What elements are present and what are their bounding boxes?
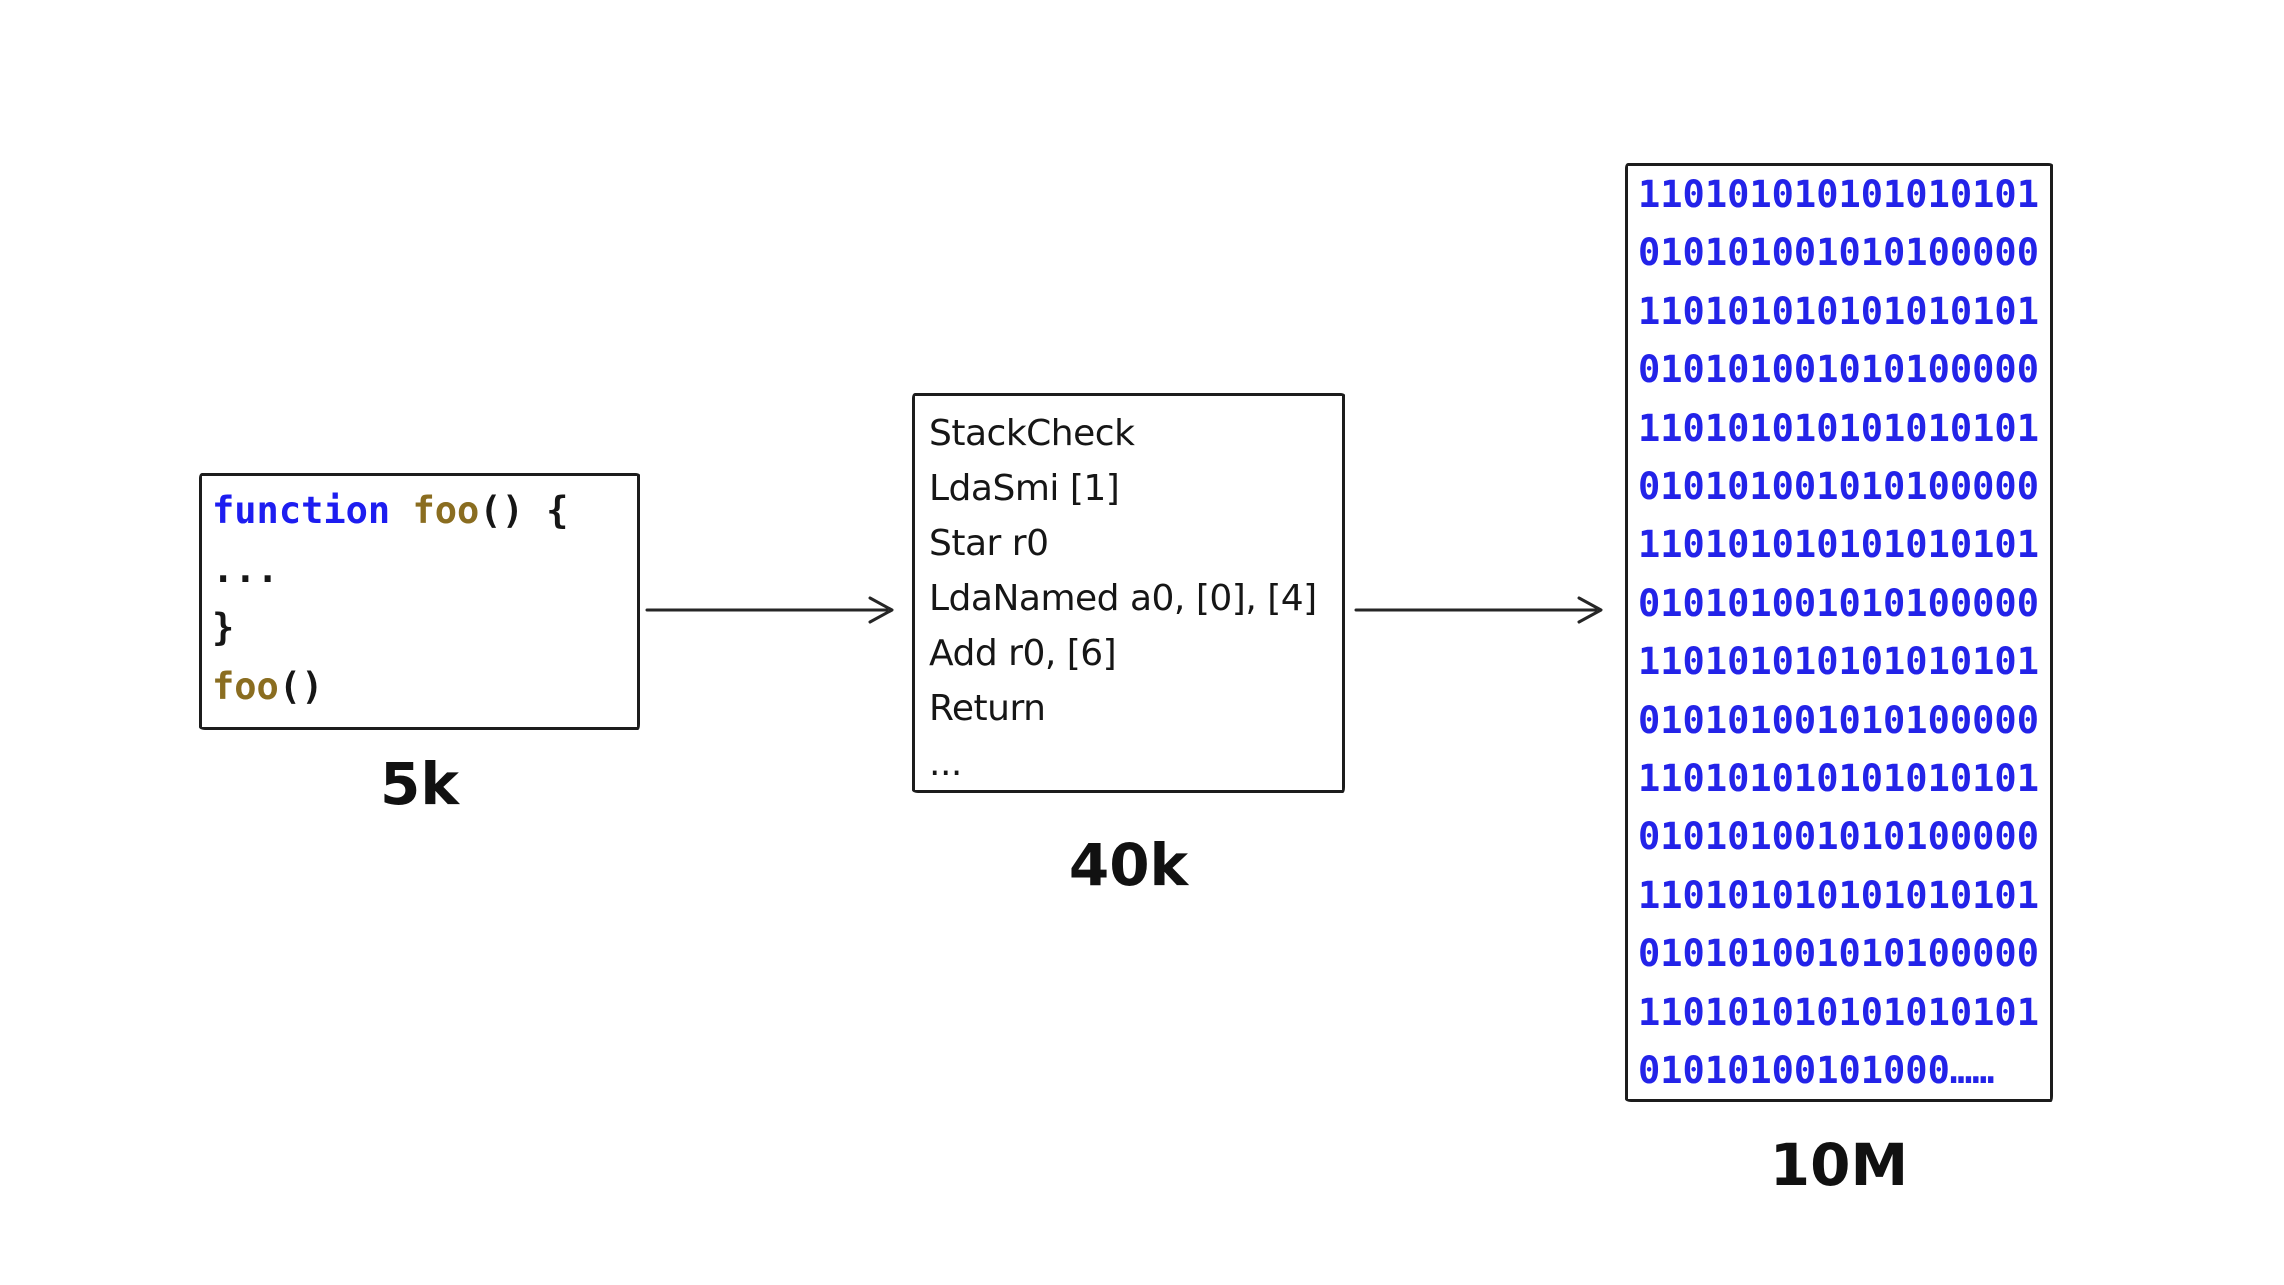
code-line: } bbox=[212, 599, 637, 658]
source-size-label: 5k bbox=[380, 750, 459, 818]
code-text: ... bbox=[212, 547, 279, 591]
bytecode-instruction: Star r0 bbox=[929, 523, 1049, 564]
binary-row: 110101010101010101 bbox=[1638, 873, 2039, 917]
binary-row: 110101010101010101 bbox=[1638, 990, 2039, 1034]
binary-row: 010101001010100000 bbox=[1638, 581, 2039, 625]
bytecode-instruction: Add r0, [6] bbox=[929, 633, 1117, 674]
binary-row: 010101001010100000 bbox=[1638, 698, 2039, 742]
code-line: ... bbox=[212, 541, 637, 600]
arrow-source-to-bytecode bbox=[645, 596, 894, 624]
binary-row: 110101010101010101 bbox=[1638, 289, 2039, 333]
function-call-foo: foo bbox=[212, 664, 279, 708]
binary-row: 110101010101010101 bbox=[1638, 523, 2039, 567]
source-code-box: function foo() { ... } foo() bbox=[199, 473, 640, 730]
machine-code-box: 110101010101010101 010101001010100000 11… bbox=[1625, 163, 2053, 1102]
binary-row: 110101010101010101 bbox=[1638, 173, 2039, 216]
binary-row: 010101001010100000 bbox=[1638, 932, 2039, 976]
binary-row: 010101001010100000 bbox=[1638, 465, 2039, 509]
binary-row: 010101001010100000 bbox=[1638, 348, 2039, 392]
bytecode-size-label: 40k bbox=[1068, 831, 1189, 899]
arrow-bytecode-to-machine-code bbox=[1354, 596, 1603, 624]
bytecode-instruction: LdaSmi [1] bbox=[929, 468, 1120, 509]
binary-row: 110101010101010101 bbox=[1638, 406, 2039, 450]
code-text: () { bbox=[479, 489, 569, 532]
machine-code-size-label: 10M bbox=[1769, 1131, 1909, 1199]
bytecode-instruction: Return bbox=[929, 688, 1046, 729]
bytecode-box: StackCheck LdaSmi [1] Star r0 LdaNamed a… bbox=[912, 393, 1345, 793]
binary-row: 110101010101010101 bbox=[1638, 757, 2039, 801]
keyword-function: function bbox=[212, 489, 391, 532]
code-text: } bbox=[212, 606, 235, 649]
binary-row: 010101001010100000 bbox=[1638, 231, 2039, 275]
code-text bbox=[390, 489, 412, 532]
function-name-foo: foo bbox=[412, 489, 480, 532]
code-text: () bbox=[278, 664, 324, 708]
bytecode-instruction: StackCheck bbox=[929, 413, 1135, 454]
bytecode-instruction: LdaNamed a0, [0], [4] bbox=[929, 578, 1317, 619]
binary-row: 01010100101000…… bbox=[1638, 1049, 1995, 1093]
binary-row: 110101010101010101 bbox=[1638, 640, 2039, 684]
code-line: function foo() { bbox=[212, 482, 637, 541]
code-line: foo() bbox=[212, 658, 637, 717]
binary-row: 010101001010100000 bbox=[1638, 815, 2039, 859]
bytecode-instruction: ... bbox=[929, 743, 962, 784]
